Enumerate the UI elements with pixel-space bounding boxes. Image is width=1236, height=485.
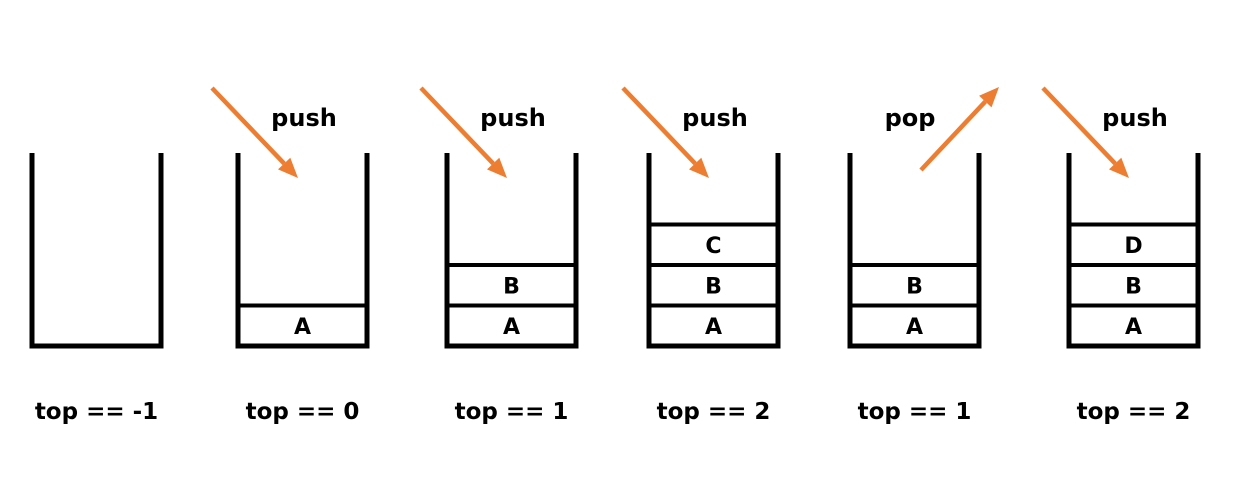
push-arrow-icon xyxy=(419,86,507,178)
stack-container xyxy=(444,153,579,349)
pop-arrow-icon-head xyxy=(979,87,999,108)
push-arrow-icon-shaft xyxy=(1041,86,1117,166)
top-index-label: top == -1 xyxy=(35,399,158,425)
push-arrow-icon xyxy=(621,86,709,178)
stack-container xyxy=(1066,153,1201,349)
stack-cell-label: A xyxy=(906,315,923,340)
operation-label: push xyxy=(1102,104,1168,132)
push-arrow-icon-head xyxy=(487,157,507,178)
top-index-label: top == 1 xyxy=(858,399,972,425)
top-index-label: top == 1 xyxy=(455,399,569,425)
push-arrow-icon-head xyxy=(689,157,709,178)
stack-cell-label: A xyxy=(294,315,311,340)
pop-arrow-icon-shaft xyxy=(919,100,987,172)
stack-container xyxy=(29,153,164,349)
top-index-label: top == 2 xyxy=(1077,399,1191,425)
push-arrow-icon-head xyxy=(1109,157,1129,178)
push-arrow-icon xyxy=(210,86,298,178)
stack-container xyxy=(235,153,370,349)
stack-cell-label: A xyxy=(503,315,520,340)
operation-label: push xyxy=(682,104,748,132)
stack-container xyxy=(847,153,982,349)
operation-label: pop xyxy=(885,104,936,132)
top-index-label: top == 0 xyxy=(246,399,360,425)
push-arrow-icon-shaft xyxy=(419,86,495,166)
push-arrow-icon-shaft xyxy=(210,86,286,166)
push-arrow-icon xyxy=(1041,86,1129,178)
top-index-label: top == 2 xyxy=(657,399,771,425)
stack-cell-label: A xyxy=(1125,315,1142,340)
stack-cell-label: C xyxy=(705,234,721,259)
stack-cell-label: B xyxy=(1125,274,1142,299)
pop-arrow-icon xyxy=(919,87,999,172)
stack-cell-label: B xyxy=(503,274,520,299)
push-arrow-icon-shaft xyxy=(621,86,697,166)
stack-cell-label: B xyxy=(705,274,722,299)
stack-0: top == -1 xyxy=(29,153,164,425)
operation-label: push xyxy=(480,104,546,132)
operation-label: push xyxy=(271,104,337,132)
stack-cell-label: A xyxy=(705,315,722,340)
push-arrow-icon-head xyxy=(278,157,298,178)
stack-cell-label: B xyxy=(906,274,923,299)
stack-container xyxy=(646,153,781,349)
stack-cell-label: D xyxy=(1124,234,1142,259)
